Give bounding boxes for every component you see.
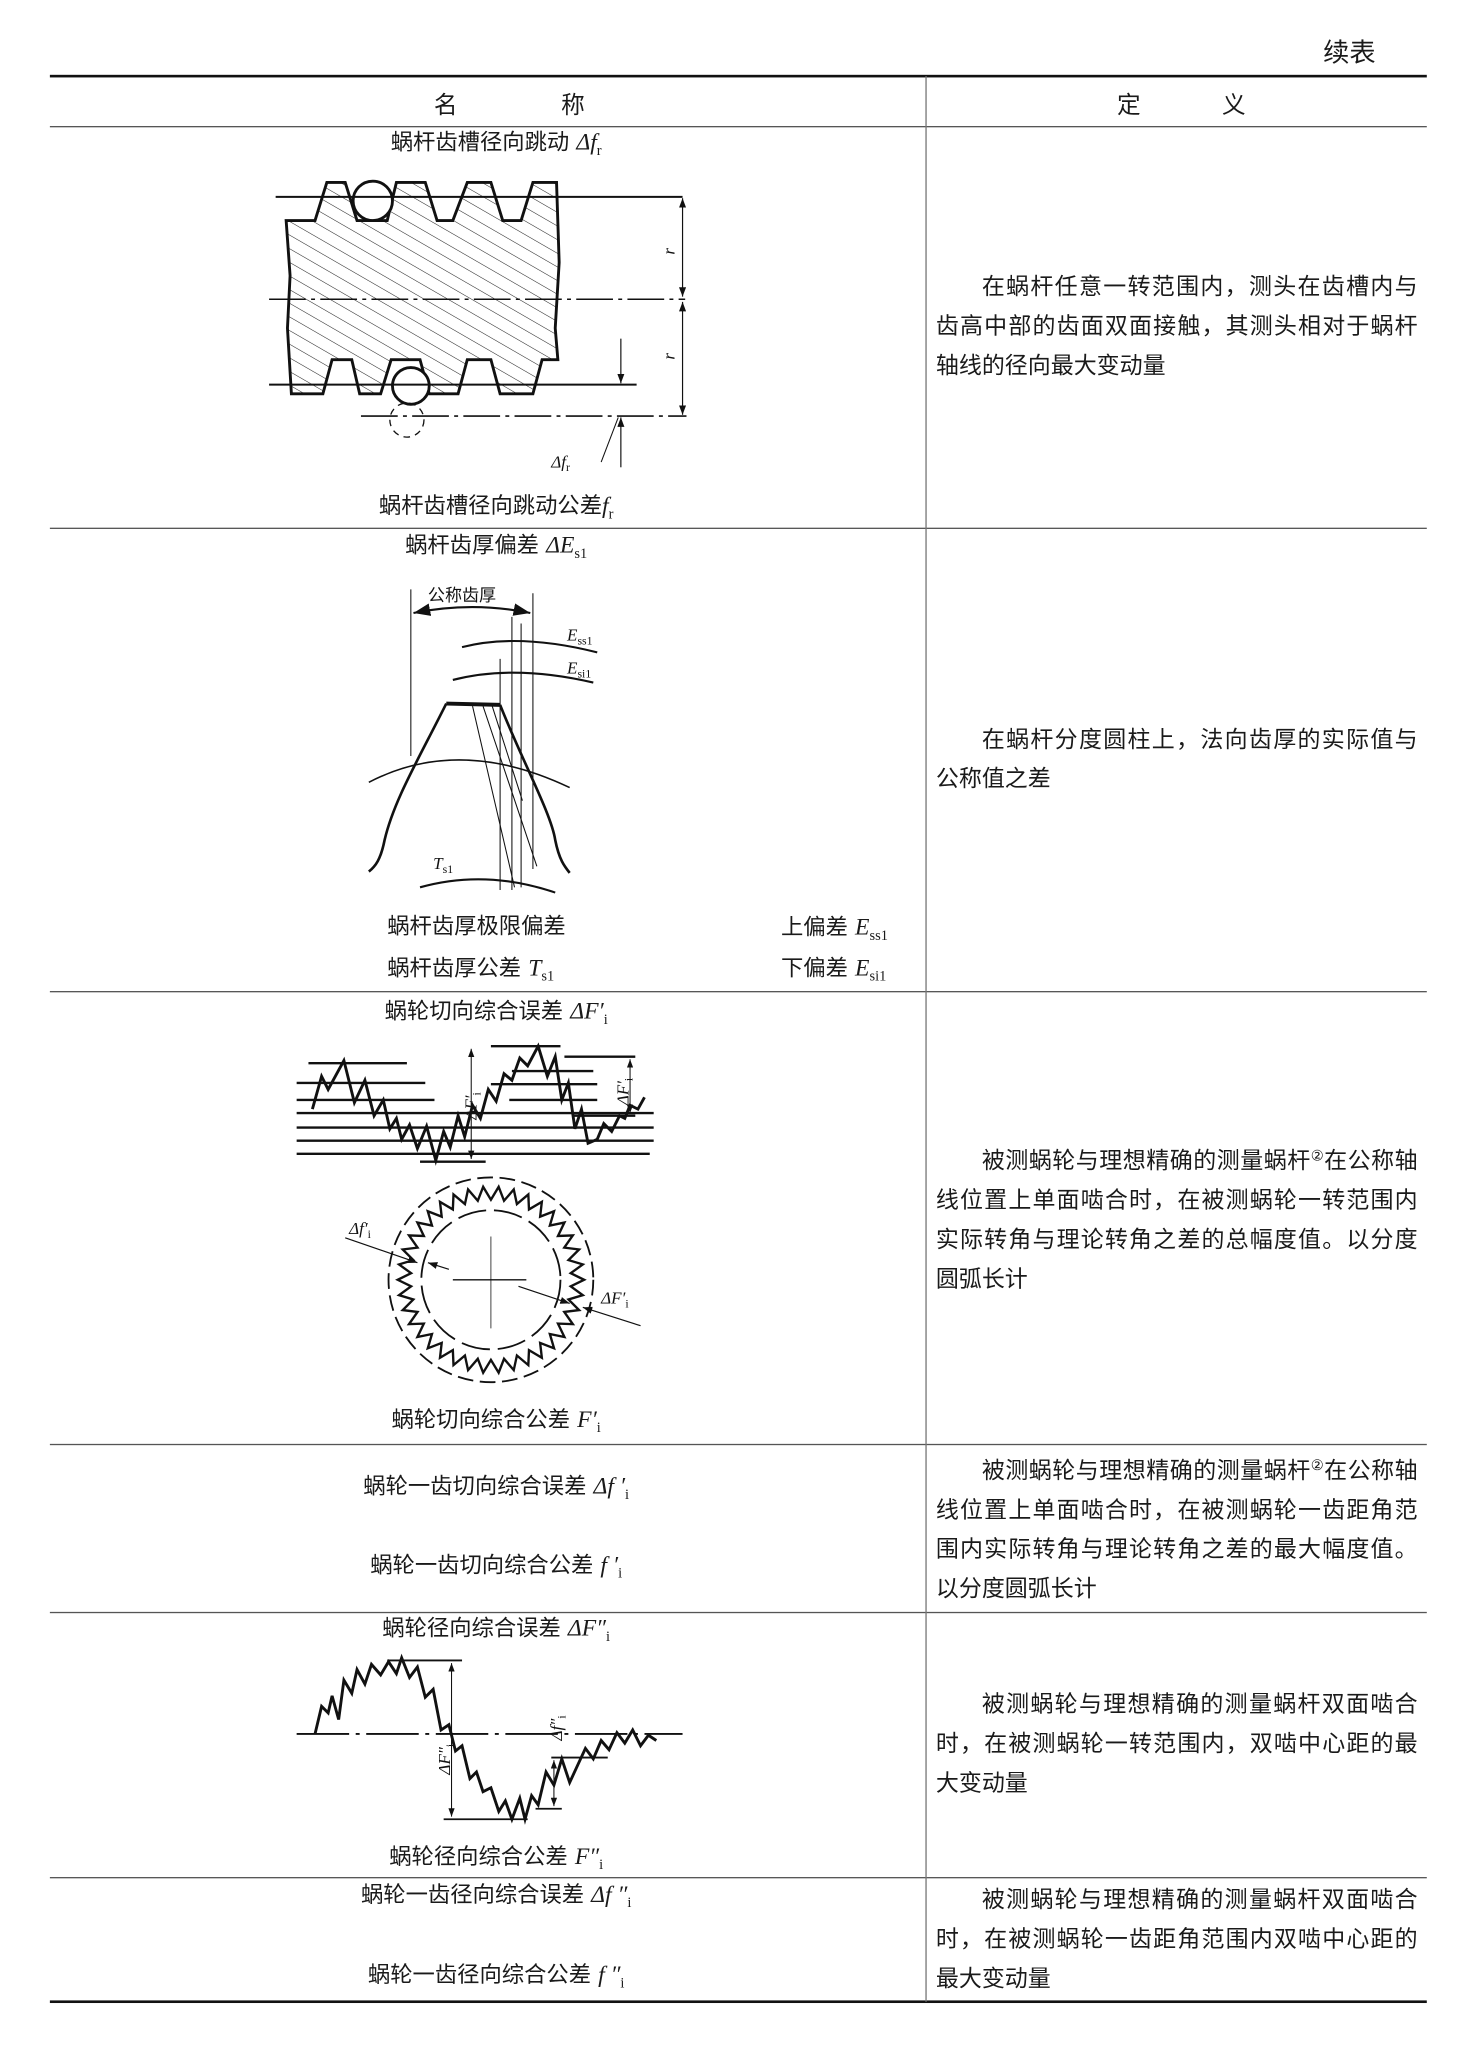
footnote-marker: ②	[1310, 1146, 1325, 1164]
row-divider	[49, 527, 1427, 529]
table-bottom-rule	[49, 2000, 1427, 2004]
definition-cell: 被测蜗轮与理想精确的测量蜗杆双面啮合时，在被测蜗轮一齿距角范围内双啮中心距的最大…	[935, 1886, 1418, 1992]
term-title: 蜗轮切向综合误差 ΔF′i	[384, 997, 608, 1028]
table-top-rule	[49, 74, 1427, 78]
header-divider	[49, 126, 1427, 128]
tangential-error-chart	[296, 1042, 654, 1166]
column-divider	[925, 76, 927, 2002]
lower-deviation-symbol: Esi1	[566, 658, 591, 680]
radial-tooth-error-label: Δf″i	[547, 1715, 569, 1742]
definition-cell: 被测蜗轮与理想精确的测量蜗杆②在公称轴线位置上单面啮合时，在被测蜗轮一转范围内实…	[935, 1146, 1418, 1293]
term-title: 蜗杆齿厚偏差 ΔEs1	[405, 531, 588, 562]
row-divider	[49, 1611, 1427, 1614]
nominal-thickness-label: 公称齿厚	[428, 586, 496, 606]
radius-label: r	[660, 353, 679, 360]
term-title: 蜗杆齿槽径向跳动 Δfr	[390, 128, 602, 159]
definition-cell: 在蜗杆分度圆柱上，法向齿厚的实际值与公称值之差	[935, 726, 1418, 793]
column-header-definition: 定义	[1117, 91, 1328, 120]
term-caption: 蜗轮切向综合公差 F′i	[391, 1405, 601, 1436]
column-header-name: 名称	[433, 91, 689, 120]
term-caption: 蜗杆齿厚公差 Ts1	[387, 954, 555, 985]
definition-cell: 被测蜗轮与理想精确的测量蜗杆双面啮合时，在被测蜗轮一转范围内，双啮中心距的最大变…	[935, 1691, 1418, 1797]
term-title: 蜗轮一齿切向综合误差 Δf ′i	[363, 1472, 630, 1503]
definition-cell: 在蜗杆任意一转范围内，测头在齿槽内与齿高中部的齿面双面接触，其测头相对于蜗杆轴线…	[935, 274, 1418, 380]
continued-table-label: 续表	[1323, 36, 1376, 69]
radial-total-error-label: ΔF″i	[435, 1743, 457, 1776]
upper-deviation-symbol: Ess1	[566, 626, 593, 648]
definition-cell: 被测蜗轮与理想精确的测量蜗杆②在公称轴线位置上单面啮合时，在被测蜗轮一齿距角范围…	[935, 1456, 1418, 1603]
ring-total-error-label: ΔF′i	[600, 1288, 629, 1310]
runout-label: Δfr	[550, 452, 570, 474]
thickness-tolerance-symbol: Ts1	[433, 854, 453, 876]
radius-label: r	[660, 248, 679, 255]
term-caption: 蜗杆齿厚极限偏差	[387, 913, 566, 940]
footnote-marker: ②	[1310, 1456, 1325, 1475]
row-divider	[49, 1877, 1427, 1879]
row-divider	[49, 991, 1427, 993]
worm-wheel-ring-figure	[345, 1176, 641, 1384]
ring-tooth-error-label: Δf′i	[348, 1219, 371, 1241]
term-title: 蜗轮径向综合误差 ΔF″i	[382, 1614, 611, 1645]
worm-runout-figure	[269, 179, 687, 468]
upper-deviation-label: 上偏差 Ess1	[780, 913, 888, 944]
term-caption: 蜗轮一齿径向综合公差 f ″i	[367, 1961, 625, 1992]
term-caption: 蜗轮径向综合公差 F″i	[389, 1842, 604, 1874]
lower-deviation-label: 下偏差 Esi1	[780, 954, 887, 985]
tooth-error-label: ΔF′i	[614, 1077, 636, 1106]
term-caption: 蜗杆齿槽径向跳动公差fr	[378, 492, 614, 523]
row-divider	[49, 1443, 1427, 1446]
tooth-thickness-figure	[368, 589, 598, 894]
radial-error-chart	[296, 1653, 683, 1825]
total-error-label: ΔF′i	[461, 1091, 483, 1120]
term-title: 蜗轮一齿径向综合误差 Δf ″i	[360, 1880, 632, 1912]
term-caption: 蜗轮一齿切向综合公差 f ′i	[370, 1551, 623, 1582]
